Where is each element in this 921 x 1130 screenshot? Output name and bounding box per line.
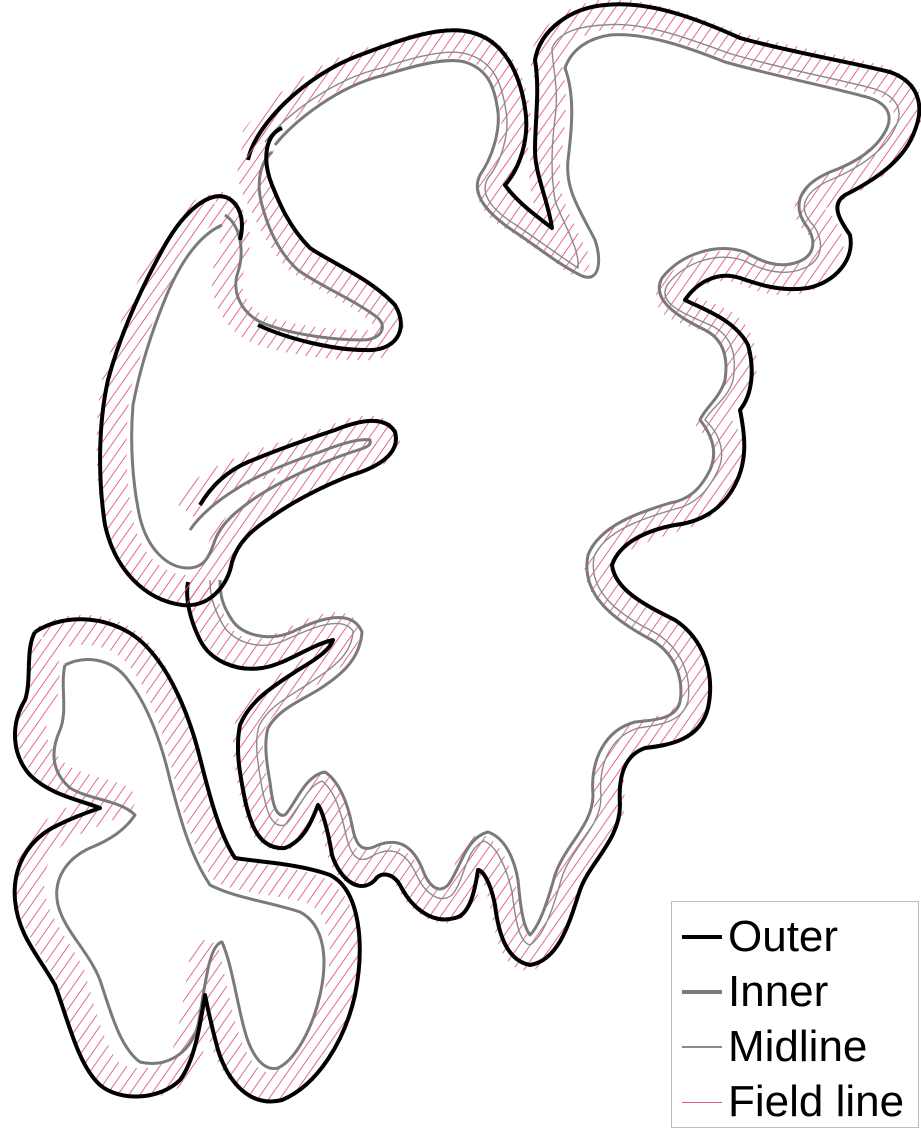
legend-swatch-outer [682, 935, 722, 939]
legend-item-outer: Outer [682, 912, 838, 962]
legend: Outer Inner Midline Field line [671, 901, 919, 1128]
legend-label-field-line: Field line [728, 1080, 904, 1124]
left-lobe [100, 128, 401, 605]
lower-left-lobe [15, 619, 360, 1101]
legend-swatch-field-line [682, 1102, 722, 1103]
lower-left-lobe-field-lines [29, 630, 345, 1087]
legend-item-inner: Inner [682, 967, 828, 1017]
legend-swatch-inner [682, 990, 722, 994]
legend-swatch-midline [682, 1046, 722, 1048]
legend-item-midline: Midline [682, 1022, 867, 1072]
legend-label-outer: Outer [728, 915, 838, 959]
left-lobe-field-lines [112, 140, 389, 590]
legend-label-midline: Midline [728, 1025, 867, 1069]
legend-item-field-line: Field line [682, 1077, 904, 1127]
legend-label-inner: Inner [728, 970, 828, 1014]
